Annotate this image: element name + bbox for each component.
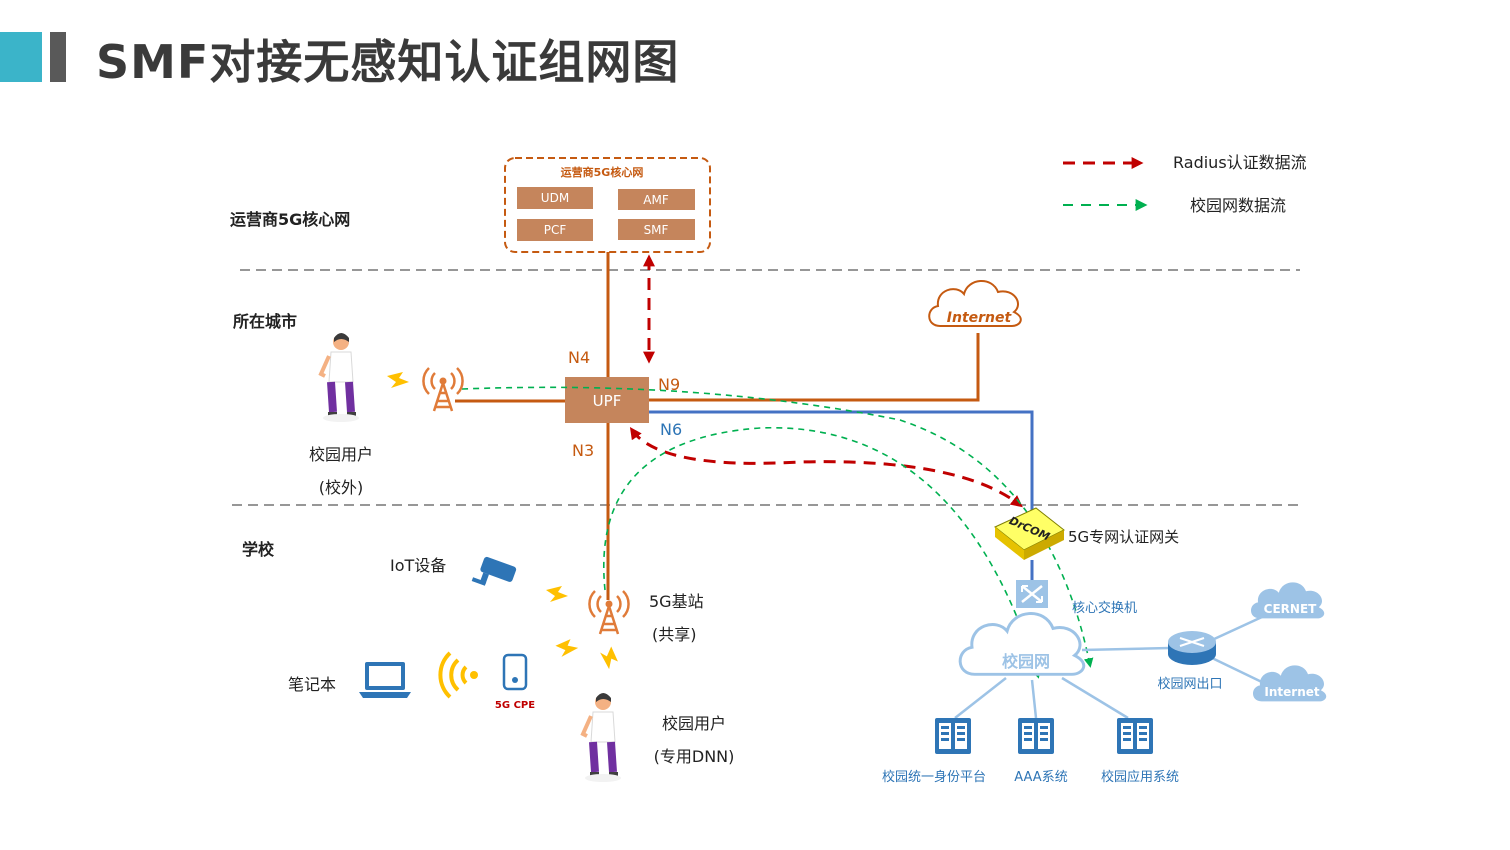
dnn-user-sublabel: (专用DNN) <box>654 747 735 766</box>
core-switch-label: 核心交换机 <box>1072 600 1137 616</box>
server-label-identity: 校园统一身份平台 <box>882 769 986 785</box>
cpe-label: 5G CPE <box>495 700 535 711</box>
campus-flow-basestation <box>603 427 1041 679</box>
cell-tower-icon <box>422 366 464 413</box>
off-campus-user-icon <box>321 333 359 422</box>
dnn-user-label: 校园用户 <box>662 714 726 733</box>
core-box-label: 运营商5G核心网 <box>561 165 644 179</box>
core-switch-icon <box>1016 580 1048 608</box>
n9-label: N9 <box>658 375 680 394</box>
exit-internet-link <box>1211 656 1269 687</box>
n6-link <box>648 410 1034 512</box>
lightning-icon <box>599 645 619 671</box>
base-station-label: 5G基站 <box>649 592 704 611</box>
campus-server-link-2 <box>1030 679 1038 719</box>
page-title: SMF对接无感知认证组网图 <box>96 35 680 89</box>
n3-label: N3 <box>572 441 594 460</box>
nf-pcf-box <box>517 219 593 241</box>
gateway-label: 5G专网认证网关 <box>1068 528 1179 546</box>
title-accent-bar-dark <box>50 32 66 82</box>
laptop-icon <box>359 662 411 698</box>
lightning-icon <box>387 372 409 388</box>
campus-exit-link <box>1081 646 1171 652</box>
base-station-sublabel: (共享) <box>652 625 697 644</box>
laptop-label: 笔记本 <box>288 675 336 694</box>
cpe-device-icon <box>502 653 528 691</box>
nf-smf-label: SMF <box>644 223 669 237</box>
wifi-signal-icon <box>438 651 478 699</box>
nf-amf-label: AMF <box>643 193 669 207</box>
upf-box <box>565 377 649 423</box>
zone-label-core: 运营商5G核心网 <box>230 210 350 229</box>
server-icon <box>935 718 971 754</box>
internet-right-label: Internet <box>1264 685 1319 699</box>
n6-label: N6 <box>660 420 682 439</box>
campus-dnn-user-icon <box>583 693 621 782</box>
lightning-icon <box>554 638 580 658</box>
off-campus-user-label: 校园用户 <box>309 445 373 464</box>
nf-pcf-label: PCF <box>544 223 567 237</box>
server-label-aaa: AAA系统 <box>1014 770 1067 785</box>
nf-amf-box <box>618 189 695 210</box>
n4-label: N4 <box>568 348 590 367</box>
title-accent-bar <box>0 32 42 82</box>
server-icon <box>1018 718 1054 754</box>
nf-smf-box <box>618 219 695 240</box>
iot-label: IoT设备 <box>390 556 446 575</box>
campus-server-link-1 <box>954 677 1007 719</box>
zone-label-school: 学校 <box>242 540 275 559</box>
cernet-label: CERNET <box>1264 602 1317 616</box>
legend-radius-label: Radius认证数据流 <box>1173 153 1307 172</box>
exit-router-label: 校园网出口 <box>1157 676 1222 692</box>
exit-router-icon <box>1168 631 1216 665</box>
internet-top-label: Internet <box>947 310 1013 326</box>
campus-flow-offcampus <box>461 386 1094 668</box>
core-network-box <box>504 157 711 253</box>
n9-link <box>648 333 980 402</box>
camera-icon <box>471 556 517 586</box>
campus-net-label: 校园网 <box>1002 652 1050 671</box>
nf-udm-label: UDM <box>541 191 569 205</box>
legend-campus-label: 校园网数据流 <box>1190 196 1286 215</box>
server-label-apps: 校园应用系统 <box>1101 769 1179 785</box>
exit-cernet-link <box>1211 615 1263 642</box>
lightning-icon <box>546 586 568 602</box>
off-campus-user-sublabel: (校外) <box>319 478 364 497</box>
campus-server-link-3 <box>1061 676 1129 720</box>
zone-label-city: 所在城市 <box>233 312 297 331</box>
server-icon <box>1117 718 1153 754</box>
upf-label: UPF <box>593 392 622 410</box>
nf-udm-box <box>517 187 593 209</box>
auth-gateway-icon <box>994 507 1065 560</box>
